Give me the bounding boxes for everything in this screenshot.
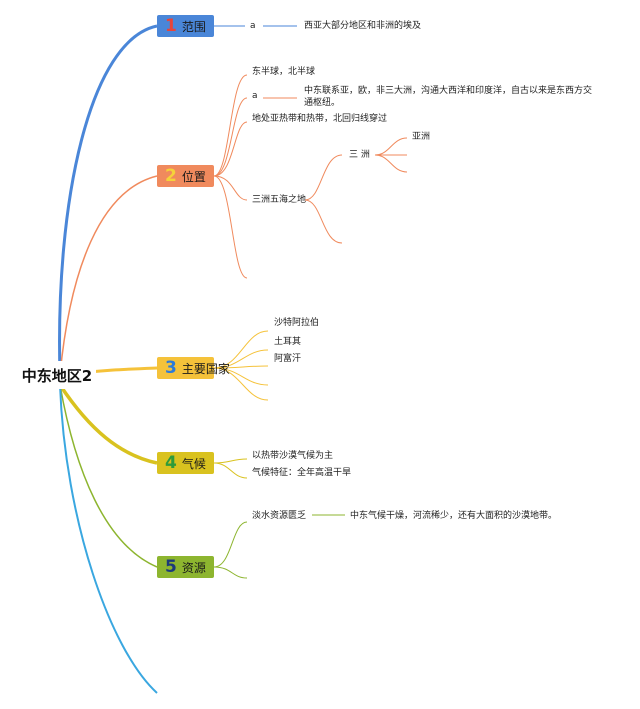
location-marker[interactable]: a bbox=[252, 91, 258, 101]
topic-location[interactable]: 2 位置 bbox=[157, 165, 214, 187]
topic-climate[interactable]: 4 气候 bbox=[157, 452, 214, 474]
range-marker[interactable]: a bbox=[250, 21, 256, 31]
topic-label: 主要国家 bbox=[181, 361, 230, 376]
connector-resources-empty bbox=[213, 566, 248, 579]
connector-seas-continents bbox=[304, 154, 343, 201]
topic-label: 位置 bbox=[181, 169, 206, 184]
connector-root-extra bbox=[59, 384, 158, 694]
connector-resources-water bbox=[213, 521, 248, 568]
country-item[interactable]: 沙特阿拉伯 bbox=[274, 318, 320, 328]
root-node[interactable]: 中东地区2 bbox=[18, 361, 96, 389]
topic-number: 1 bbox=[165, 15, 177, 36]
location-zone[interactable]: 地处亚热带和热带，北回归线穿过 bbox=[252, 114, 388, 124]
topic-number: 2 bbox=[165, 165, 177, 186]
topic-label: 资源 bbox=[181, 560, 206, 575]
country-item[interactable]: 阿富汗 bbox=[274, 354, 302, 364]
range-note[interactable]: 西亚大部分地区和非洲的埃及 bbox=[304, 21, 422, 31]
connector-location-seas bbox=[213, 175, 248, 201]
connector-countries-5 bbox=[213, 367, 269, 401]
connector-climate-2 bbox=[213, 462, 248, 479]
topic-number: 3 bbox=[165, 357, 177, 378]
connector-location-hemisphere bbox=[213, 74, 248, 177]
location-hemisphere[interactable]: 东半球，北半球 bbox=[252, 67, 316, 77]
connector-location-marker bbox=[213, 97, 248, 177]
topic-label: 气候 bbox=[181, 456, 206, 471]
connector-root-location bbox=[59, 175, 158, 376]
country-item[interactable]: 土耳其 bbox=[274, 337, 302, 347]
connector-seas-empty bbox=[304, 199, 343, 244]
connector-root-resources bbox=[59, 384, 158, 568]
connector-root-climate bbox=[58, 384, 158, 465]
connector-climate-1 bbox=[213, 458, 248, 464]
topic-range[interactable]: 1 范围 bbox=[157, 15, 214, 37]
connector-location-empty bbox=[213, 175, 248, 279]
location-note[interactable]: 中东联系亚，欧，非三大洲，沟通大西洋和印度洋，自古以来是东西方交通枢纽。 bbox=[304, 86, 593, 108]
location-asia[interactable]: 亚洲 bbox=[412, 132, 431, 142]
topic-label: 范围 bbox=[181, 19, 206, 34]
connector-countries-1 bbox=[213, 330, 269, 369]
topic-countries[interactable]: 3 主要国家 bbox=[157, 357, 230, 379]
topic-resources[interactable]: 5 资源 bbox=[157, 556, 214, 578]
location-seas[interactable]: 三洲五海之地 bbox=[252, 195, 307, 205]
resources-water[interactable]: 淡水资源匮乏 bbox=[252, 511, 307, 521]
connector-location-zone bbox=[213, 121, 248, 177]
climate-item[interactable]: 以热带沙漠气候为主 bbox=[252, 451, 334, 461]
connector-continents-asia bbox=[374, 137, 408, 156]
connector-continents-empty2 bbox=[374, 154, 408, 173]
topic-number: 4 bbox=[165, 452, 177, 473]
climate-item[interactable]: 气候特征：全年高温干旱 bbox=[252, 468, 352, 478]
root-label: 中东地区2 bbox=[21, 366, 93, 385]
resources-note[interactable]: 中东气候干燥，河流稀少，还有大面积的沙漠地带。 bbox=[350, 511, 558, 521]
topic-number: 5 bbox=[165, 556, 177, 577]
location-continents[interactable]: 三 洲 bbox=[349, 150, 370, 160]
connector-root-range bbox=[58, 24, 158, 376]
